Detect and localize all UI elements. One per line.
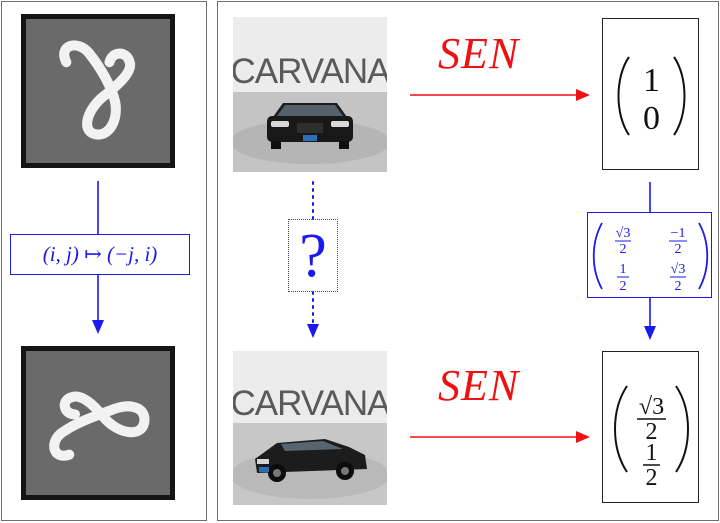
rotation-matrix-box: √3 2 −1 2 1 2 √3 2: [587, 212, 712, 298]
rotation-map-text: (i, j) ↦ (−j, i): [42, 242, 158, 266]
car-rotated-image: CARVANA: [233, 351, 387, 505]
digit-eight-image: [21, 14, 175, 168]
car-front-image: CARVANA: [233, 17, 387, 172]
unknown-question-mark: ?: [299, 221, 327, 290]
rotation-map-label: (i, j) ↦ (−j, i): [10, 234, 190, 275]
matrix-a-den: 2: [620, 242, 627, 257]
digit-eight-rotated-image: [21, 346, 175, 500]
digit-eight-stroke: [59, 40, 136, 140]
unknown-transform-box: ?: [288, 219, 338, 292]
vector-bottom-den-1: 2: [646, 419, 658, 445]
vector-bottom-num-1: √3: [639, 394, 664, 420]
vector-top-entry-2: 0: [643, 100, 660, 137]
vector-bottom-num-2: 1: [646, 440, 658, 466]
vector-bottom-den-2: 2: [646, 465, 658, 491]
matrix-c-den: 2: [620, 279, 627, 294]
carvana-logo-top: CARVANA: [233, 52, 387, 91]
matrix-c-num: 1: [620, 262, 627, 277]
vector-top-entry-1: 1: [643, 62, 660, 99]
digit-eight-rotated-stroke: [49, 391, 150, 461]
matrix-d-den: 2: [675, 279, 682, 294]
matrix-b-den: 2: [675, 242, 682, 257]
vector-top-box: 1 0: [602, 18, 699, 170]
matrix-a-num: √3: [616, 226, 631, 241]
sen-label-bottom: SEN: [438, 361, 520, 410]
matrix-d-num: √3: [671, 262, 686, 277]
sen-label-top: SEN: [438, 29, 520, 78]
carvana-logo-bottom: CARVANA: [233, 384, 387, 423]
vector-bottom-box: √3 2 1 2: [602, 351, 699, 503]
matrix-b-num: −1: [671, 226, 686, 241]
